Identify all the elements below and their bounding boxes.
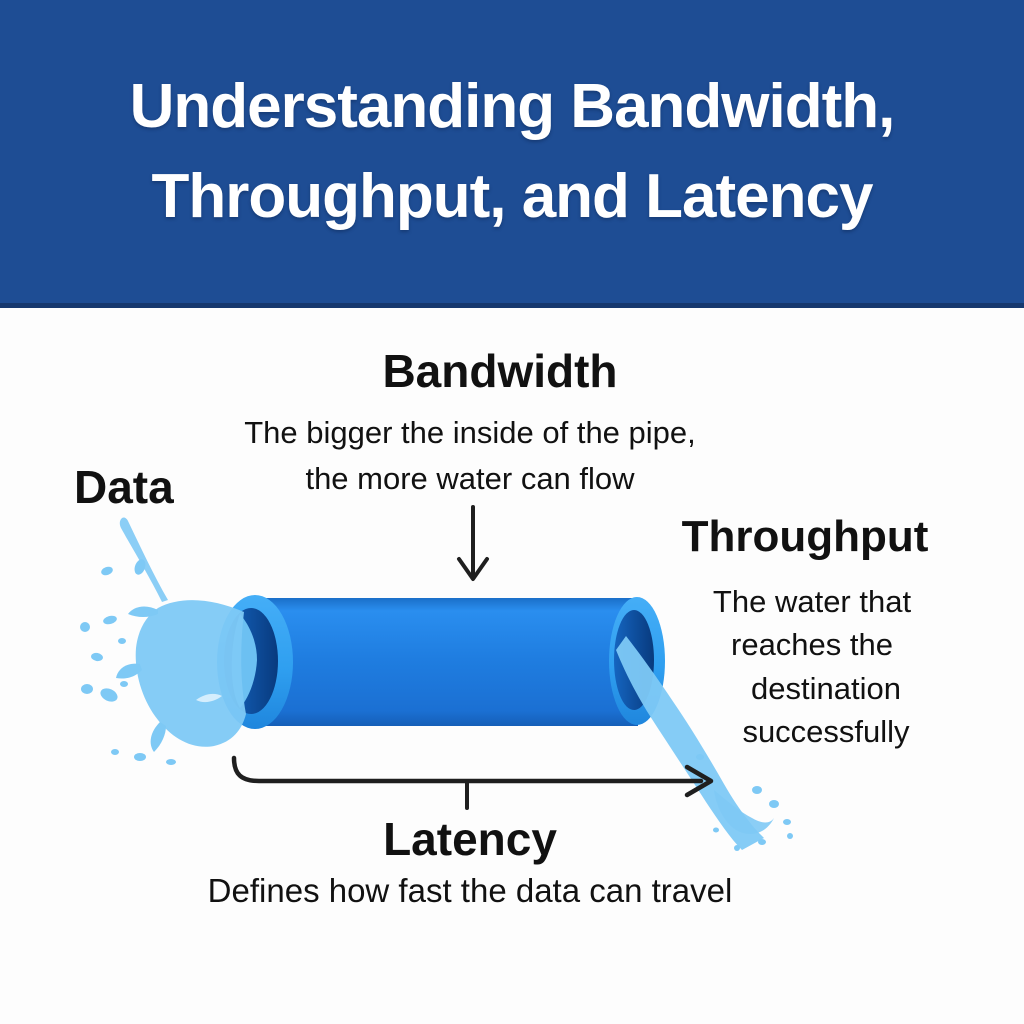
page-title-line2: Throughput, and Latency [151, 161, 874, 231]
page-title-line1: Understanding Bandwidth, [129, 72, 896, 142]
throughput-title: Throughput [681, 512, 929, 561]
water-splash-left [80, 517, 246, 765]
page-title: Understanding Bandwidth, Throughput, and… [129, 62, 896, 241]
pipe-body [255, 598, 638, 726]
throughput-desc-line1: The water that [712, 584, 912, 619]
throughput-desc-line2: reaches the [731, 627, 893, 663]
bandwidth-arrow-icon [457, 505, 489, 581]
latency-title: Latency [383, 813, 557, 865]
bandwidth-title: Bandwidth [382, 345, 618, 397]
throughput-description: The water that reaches the destination s… [672, 580, 952, 754]
water-stream-right [616, 636, 793, 851]
throughput-desc-line4: successfully [742, 714, 910, 750]
data-label: Data [74, 461, 174, 513]
bandwidth-description: The bigger the inside of the pipe, the m… [170, 410, 770, 502]
latency-description: Defines how fast the data can travel [207, 872, 733, 909]
latency-arrow [231, 755, 714, 810]
bandwidth-desc-line1: The bigger the inside of the pipe, [244, 415, 696, 450]
throughput-desc-line3: destination [751, 670, 901, 706]
bandwidth-desc-line2: the more water can flow [305, 460, 635, 496]
header-banner: Understanding Bandwidth, Throughput, and… [0, 0, 1024, 308]
